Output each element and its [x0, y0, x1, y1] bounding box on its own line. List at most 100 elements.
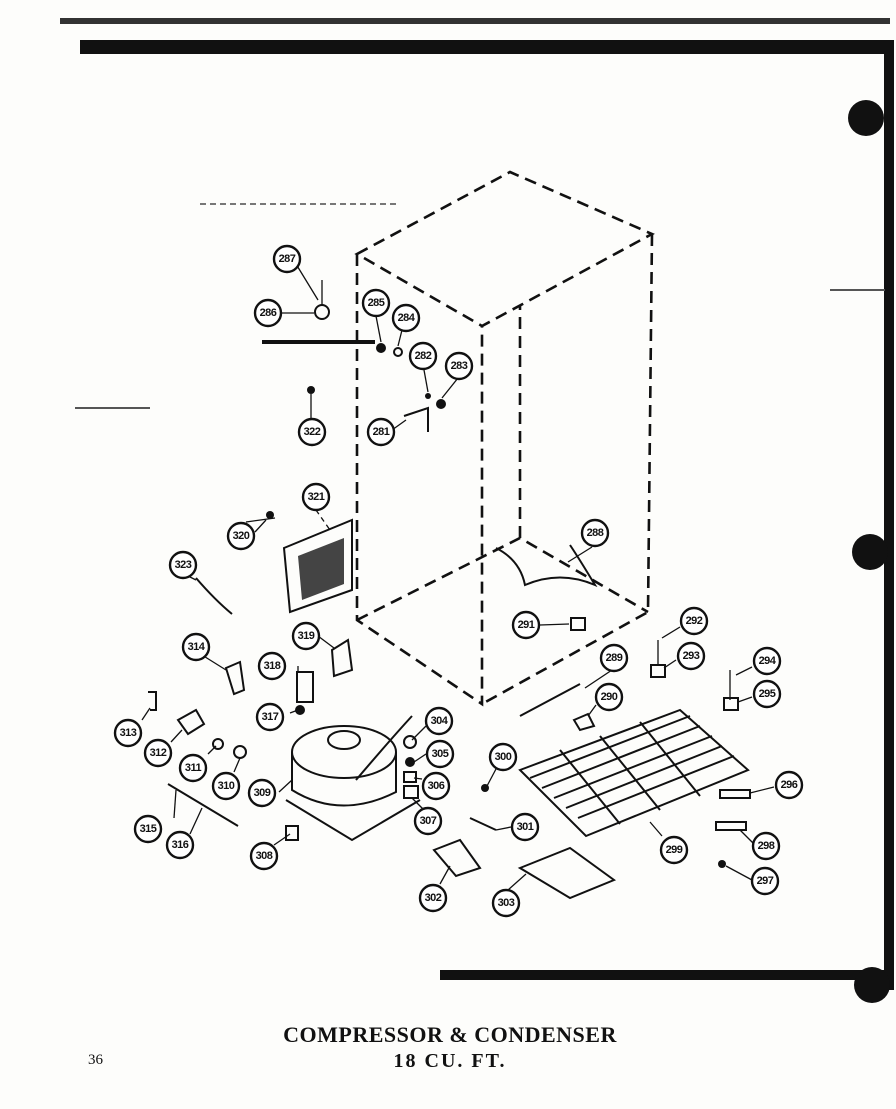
upper-parts	[262, 280, 446, 432]
callout-302: 302	[418, 883, 448, 913]
callout-304: 304	[424, 706, 454, 736]
callout-label: 319	[298, 630, 315, 642]
callout-label: 323	[175, 559, 192, 571]
callout-label: 304	[431, 715, 449, 727]
callout-label: 300	[495, 751, 512, 763]
callout-label: 297	[757, 875, 774, 887]
callout-label: 306	[428, 780, 445, 792]
callout-322: 322	[297, 417, 327, 447]
callout-label: 309	[254, 787, 271, 799]
callout-label: 293	[683, 650, 700, 662]
callout-label: 320	[233, 530, 250, 542]
callout-294: 294	[752, 646, 782, 676]
page-number: 36	[88, 1052, 103, 1068]
diagram-title: COMPRESSOR & CONDENSER	[283, 1022, 617, 1047]
callout-label: 311	[185, 762, 202, 774]
callout-label: 281	[373, 426, 390, 438]
callout-290: 290	[594, 682, 624, 712]
callout-287: 287	[272, 244, 302, 274]
scan-border-marks	[60, 18, 894, 1003]
callout-292: 292	[679, 606, 709, 636]
callout-label: 318	[264, 660, 281, 672]
callout-320: 320	[226, 521, 256, 551]
callout-label: 313	[120, 727, 137, 739]
callout-label: 301	[517, 821, 534, 833]
callout-label: 287	[279, 253, 296, 265]
callout-317: 317	[255, 702, 285, 732]
callouts: 281 282 283 284 285 286 287 288 289 290 …	[113, 244, 804, 918]
callout-label: 321	[308, 491, 325, 503]
access-cover-panel	[245, 511, 353, 614]
callout-313: 313	[113, 718, 143, 748]
callout-298: 298	[751, 831, 781, 861]
callout-293: 293	[676, 641, 706, 671]
callout-291: 291	[511, 610, 541, 640]
cabinet-outline	[354, 170, 655, 707]
callout-305: 305	[425, 739, 455, 769]
callout-label: 322	[304, 426, 321, 438]
callout-label: 316	[172, 839, 189, 851]
callout-282: 282	[408, 341, 438, 371]
callout-label: 307	[420, 815, 437, 827]
callout-label: 299	[666, 844, 683, 856]
callout-label: 289	[606, 652, 623, 664]
callout-281: 281	[366, 417, 396, 447]
callout-295: 295	[752, 679, 782, 709]
callout-label: 290	[601, 691, 618, 703]
callout-286: 286	[253, 298, 283, 328]
callout-label: 303	[498, 897, 515, 909]
callout-299: 299	[659, 835, 689, 865]
callout-label: 295	[759, 688, 776, 700]
callout-309: 309	[247, 778, 277, 808]
callout-296: 296	[774, 770, 804, 800]
callout-288: 288	[580, 518, 610, 548]
callout-312: 312	[143, 738, 173, 768]
callout-label: 291	[518, 619, 535, 631]
callout-label: 314	[188, 641, 206, 653]
leader-lines	[141, 263, 775, 891]
callout-283: 283	[444, 351, 474, 381]
callout-label: 288	[587, 527, 604, 539]
callout-label: 315	[140, 823, 157, 835]
callout-284: 284	[391, 303, 421, 333]
callout-300: 300	[488, 742, 518, 772]
callout-label: 294	[759, 655, 777, 667]
callout-306: 306	[421, 771, 451, 801]
callout-323: 323	[168, 550, 198, 580]
callout-318: 318	[257, 651, 287, 681]
callout-303: 303	[491, 888, 521, 918]
condenser-coil	[518, 708, 750, 838]
callout-319: 319	[291, 621, 321, 651]
callout-label: 308	[256, 850, 273, 862]
diagram-subtitle: 18 CU. FT.	[393, 1050, 507, 1072]
callout-label: 312	[150, 747, 167, 759]
callout-308: 308	[249, 841, 279, 871]
callout-label: 305	[432, 748, 449, 760]
callout-321: 321	[301, 482, 331, 512]
callout-311: 311	[178, 753, 208, 783]
callout-314: 314	[181, 632, 211, 662]
callout-label: 292	[686, 615, 703, 627]
callout-label: 284	[398, 312, 416, 324]
callout-label: 296	[781, 779, 798, 791]
callout-316: 316	[165, 830, 195, 860]
callout-label: 286	[260, 307, 277, 319]
callout-297: 297	[750, 866, 780, 896]
callout-label: 285	[368, 297, 385, 309]
callout-label: 310	[218, 780, 235, 792]
callout-label: 317	[262, 711, 279, 723]
callout-label: 282	[415, 350, 432, 362]
callout-label: 283	[451, 360, 468, 372]
compressor	[285, 715, 421, 842]
callout-label: 298	[758, 840, 775, 852]
lower-parts	[148, 577, 751, 900]
callout-label: 302	[425, 892, 442, 904]
callout-307: 307	[413, 806, 443, 836]
callout-289: 289	[599, 643, 629, 673]
callout-301: 301	[510, 812, 540, 842]
callout-285: 285	[361, 288, 391, 318]
callout-315: 315	[133, 814, 163, 844]
callout-310: 310	[211, 771, 241, 801]
